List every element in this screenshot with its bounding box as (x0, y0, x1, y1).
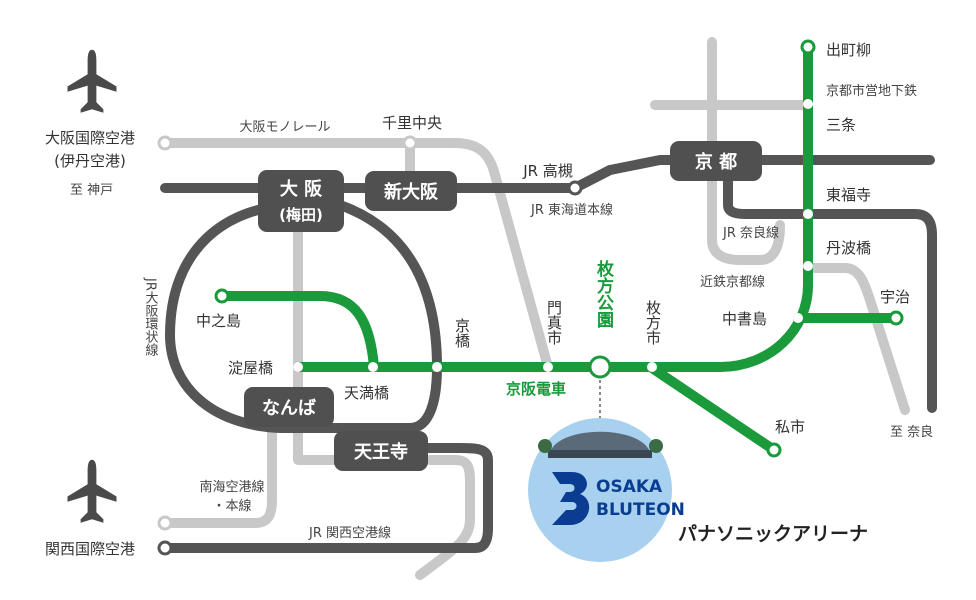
jr-kansai-line (160, 443, 493, 553)
hub-osaka-sublabel: (梅田) (279, 206, 323, 224)
venue-logo: OSAKA BLUTEON (528, 418, 685, 562)
hub-tennoji: 天王寺 (334, 431, 428, 471)
station-label-demachiyanagi: 出町柳 (826, 41, 871, 59)
airplane-icon (67, 459, 117, 523)
jr-loop-line (165, 200, 442, 433)
station-label-jr-takatsuki: JR 高槻 (522, 162, 573, 180)
station-dot-itami (157, 135, 173, 151)
line-label-jr-tokaido: JR 東海道本線 (530, 202, 613, 218)
itami-airport-label: 大阪国際空港 (45, 129, 135, 147)
line-label-jr-nara: JR 奈良線 (722, 225, 779, 241)
station-label-chushojima: 中書島 (722, 310, 767, 328)
tennoji-branch (415, 455, 475, 580)
kintetsu-kyoto-line (707, 37, 785, 265)
station-dot-kisaichi (766, 442, 782, 458)
line-label-keihan: 京阪電車 (506, 380, 566, 398)
line-label-jr-kansai: JR 関西空港線 (308, 525, 391, 541)
station-dot-kadomashi (543, 362, 553, 372)
line-label-to-nara: 至 奈良 (890, 424, 933, 440)
line-label-jr-loop: JR大阪環状線 (143, 277, 159, 356)
venue-logo-line2: BLUTEON (596, 500, 685, 520)
venue-name: パナソニックアリーナ (678, 523, 868, 545)
line-label-kintetsu-kyoto: 近鉄京都線 (700, 274, 765, 290)
station-dot-kyobashi (432, 362, 442, 372)
station-label-kadomashi: 門真市 (545, 300, 563, 345)
station-dot-tambabashi (803, 261, 813, 271)
line-label-nankai: 南海空港線 (199, 479, 264, 495)
airplane-icon (67, 49, 117, 113)
hub-shin-osaka-label: 新大阪 (384, 181, 439, 203)
station-dot-yodoyabashi (293, 362, 303, 372)
station-label-nakanoshima: 中之島 (196, 312, 241, 330)
station-label-tambabashi: 丹波橋 (826, 239, 871, 257)
station-dot-demachiyanagi (800, 39, 816, 55)
kansai-airport-label: 関西国際空港 (45, 540, 135, 558)
itami-airport-sublabel: (伊丹空港) (54, 152, 126, 170)
hub-kyoto: 京 都 (670, 141, 762, 181)
bluteon-mark-icon (552, 472, 590, 525)
station-dot-temmabashi (368, 362, 378, 372)
hub-kyoto-label: 京 都 (695, 151, 737, 173)
station-dot-nakanoshima (214, 288, 230, 304)
station-dot-nankai-kansai (157, 515, 173, 531)
station-label-temmabashi: 天満橋 (344, 384, 389, 402)
station-dot-tofukuji (803, 209, 813, 219)
station-dot-senri-chuo (402, 135, 418, 151)
station-dot-jr-kansai (157, 540, 173, 556)
other-lines (160, 37, 910, 580)
hub-osaka: 大 阪 (梅田) (258, 170, 344, 232)
station-label-uji: 宇治 (880, 288, 910, 306)
hub-namba-label: なんば (262, 398, 316, 419)
station-label-hirakatashi: 枚方市 (644, 300, 662, 345)
station-dot-uji (888, 310, 904, 326)
arena-dome-icon (550, 431, 650, 452)
station-dot-chushojima (793, 313, 803, 323)
station-dot-takatsuki (567, 180, 583, 196)
jr-nara-line (723, 175, 937, 413)
station-dot-hirakata-koen (588, 355, 612, 379)
station-label-yodoyabashi: 淀屋橋 (228, 359, 273, 377)
station-markers (157, 39, 904, 556)
station-label-senri-chuo: 千里中央 (382, 114, 442, 132)
katano-line (647, 363, 779, 455)
station-label-kisaichi: 私市 (775, 418, 805, 436)
keihan-main-line (293, 40, 813, 372)
line-label-monorail: 大阪モノレール (239, 120, 330, 135)
station-label-subway-kyoto: 京都市営地下鉄 (826, 83, 917, 99)
venue-logo-line1: OSAKA (596, 477, 663, 497)
station-label-hirakata-koen: 枚方公園 (593, 259, 614, 329)
hub-shin-osaka: 新大阪 (365, 171, 457, 211)
hub-tennoji-label: 天王寺 (354, 442, 408, 463)
nankai-line (160, 395, 277, 528)
hub-osaka-label: 大 阪 (280, 178, 323, 200)
line-label-to-kobe: 至 神戸 (70, 183, 113, 198)
station-label-kyobashi: 京橋 (453, 318, 471, 348)
line-label-nankai-sub: ・本線 (212, 498, 251, 514)
keihan-lines (217, 40, 901, 455)
nakanoshima-line (217, 291, 379, 372)
kintetsu-south (803, 263, 910, 415)
station-dot-sanjo (803, 99, 813, 109)
station-dot-hirakatashi (647, 362, 657, 372)
station-label-sanjo: 三条 (826, 116, 856, 134)
hub-namba: なんば (244, 387, 334, 427)
station-label-tofukuji: 東福寺 (826, 186, 871, 204)
monorail-line (160, 138, 553, 372)
